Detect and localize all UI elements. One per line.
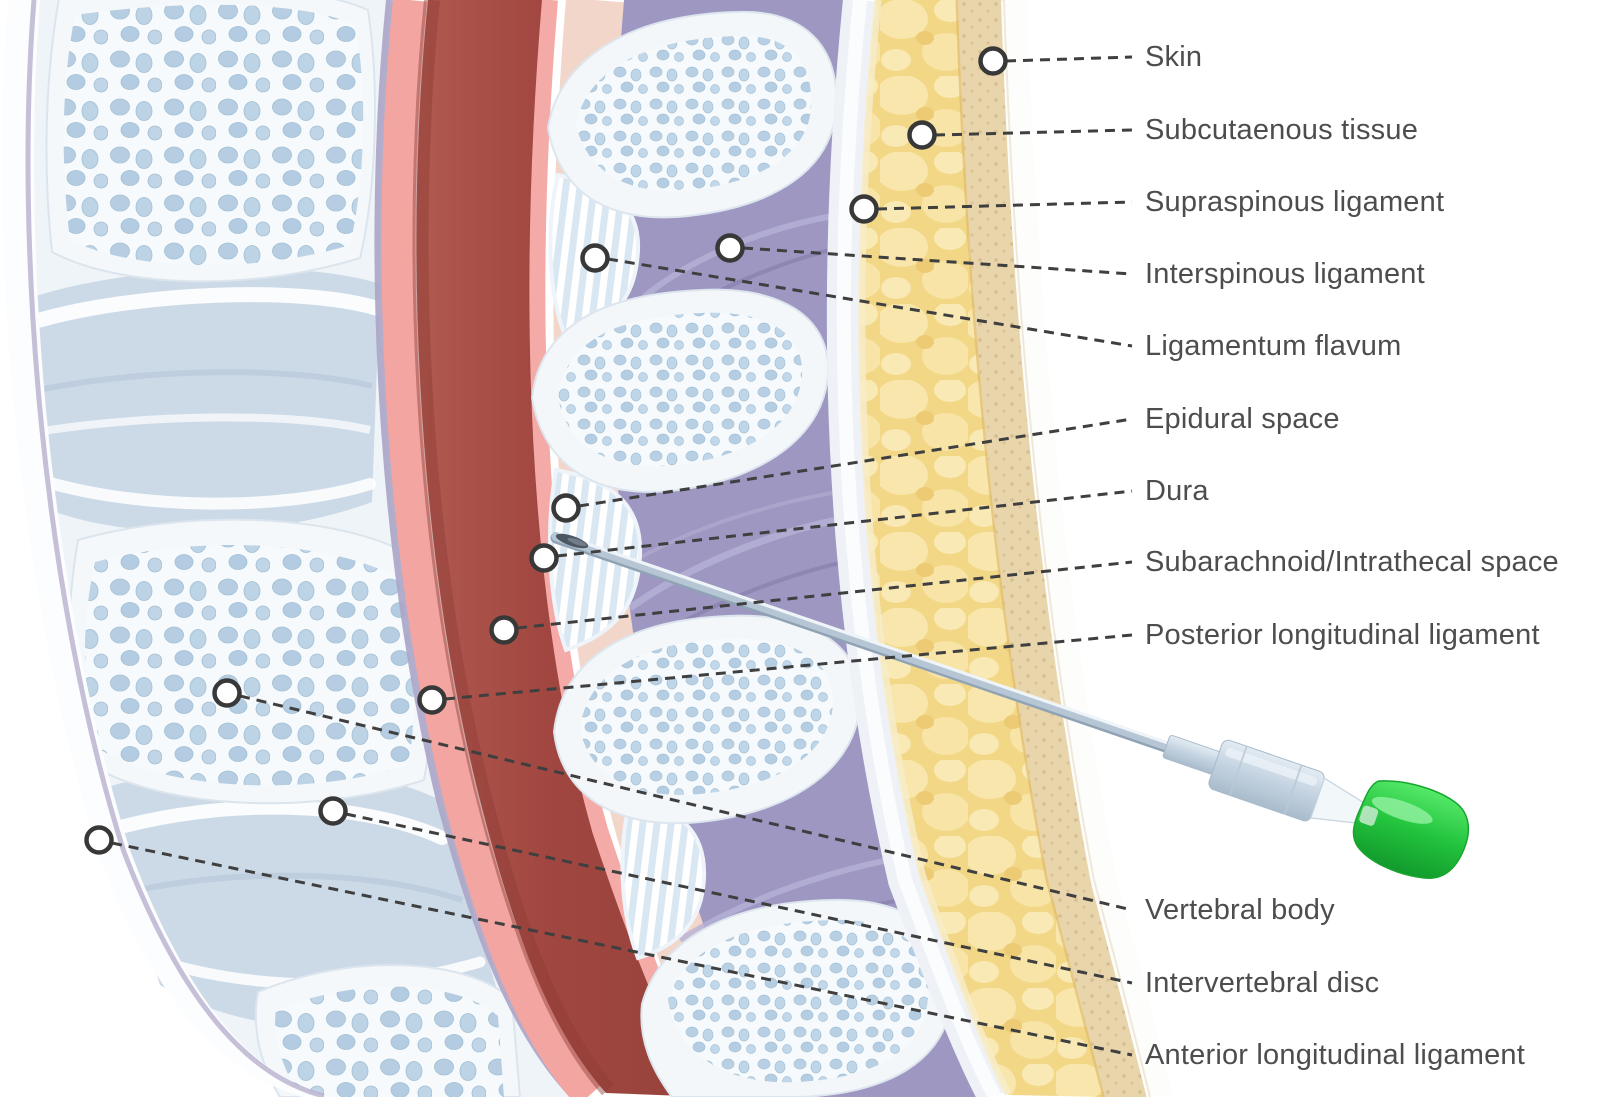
vertebral-body-3 — [254, 964, 522, 1097]
needle-cap-green — [1352, 780, 1470, 879]
vertebral-body-1 — [45, 0, 376, 283]
needle-hub — [1162, 735, 1470, 879]
label-supraspinous-ligament: Supraspinous ligament — [1145, 186, 1445, 218]
vertebral-column — [2, 0, 578, 1097]
anchor-dot-dura — [529, 543, 559, 573]
label-epidural-space: Epidural space — [1145, 403, 1340, 435]
subarachnoid-space — [416, 0, 710, 1097]
label-ligamentum-flavum: Ligamentum flavum — [1145, 330, 1402, 362]
anchor-dot-intervertebral-disc — [318, 796, 348, 826]
label-interspinous-ligament: Interspinous ligament — [1145, 258, 1425, 290]
spinal-needle — [550, 532, 1470, 879]
label-subcutaneous-tissue: Subcutaenous tissue — [1145, 114, 1419, 146]
anchor-dot-subarachnoid — [489, 615, 519, 645]
anchor-dot-vertebral-body — [212, 678, 242, 708]
label-intervertebral-disc: Intervertebral disc — [1145, 967, 1380, 999]
anchor-dot-posterior-longitudinal — [417, 685, 447, 715]
label-vertebral-body: Vertebral body — [1145, 894, 1335, 926]
vertebral-body-2 — [67, 518, 432, 805]
label-skin: Skin — [1145, 41, 1203, 73]
intervertebral-disc-upper — [28, 268, 384, 533]
anchor-dot-epidural — [551, 493, 581, 523]
anchor-dot-subcutaneous — [907, 120, 937, 150]
skin-layer — [958, 0, 1150, 1097]
label-posterior-longitudinal: Posterior longitudinal ligament — [1145, 619, 1540, 651]
soft-tissue-layers — [858, 0, 1173, 1097]
interspinous-ligament — [611, 0, 995, 1097]
label-dura: Dura — [1145, 475, 1209, 507]
leader-lines — [111, 55, 1133, 1057]
anchor-dot-interspinous — [715, 233, 745, 263]
anchor-dot-ligamentum-flavum — [580, 243, 610, 273]
label-anterior-longitudinal: Anterior longitudinal ligament — [1145, 1039, 1525, 1071]
subcutaneous-fat — [859, 0, 1105, 1097]
anchor-dot-supraspinous — [849, 194, 879, 224]
spinous-processes — [530, 10, 954, 1097]
supraspinous-ligament — [826, 0, 1010, 1097]
anchor-dot-anterior-longitudinal — [84, 825, 114, 855]
anchor-dots — [84, 46, 1008, 855]
label-subarachnoid-space: Subarachnoid/Intrathecal space — [1145, 546, 1559, 578]
anchor-dot-skin — [978, 46, 1008, 76]
